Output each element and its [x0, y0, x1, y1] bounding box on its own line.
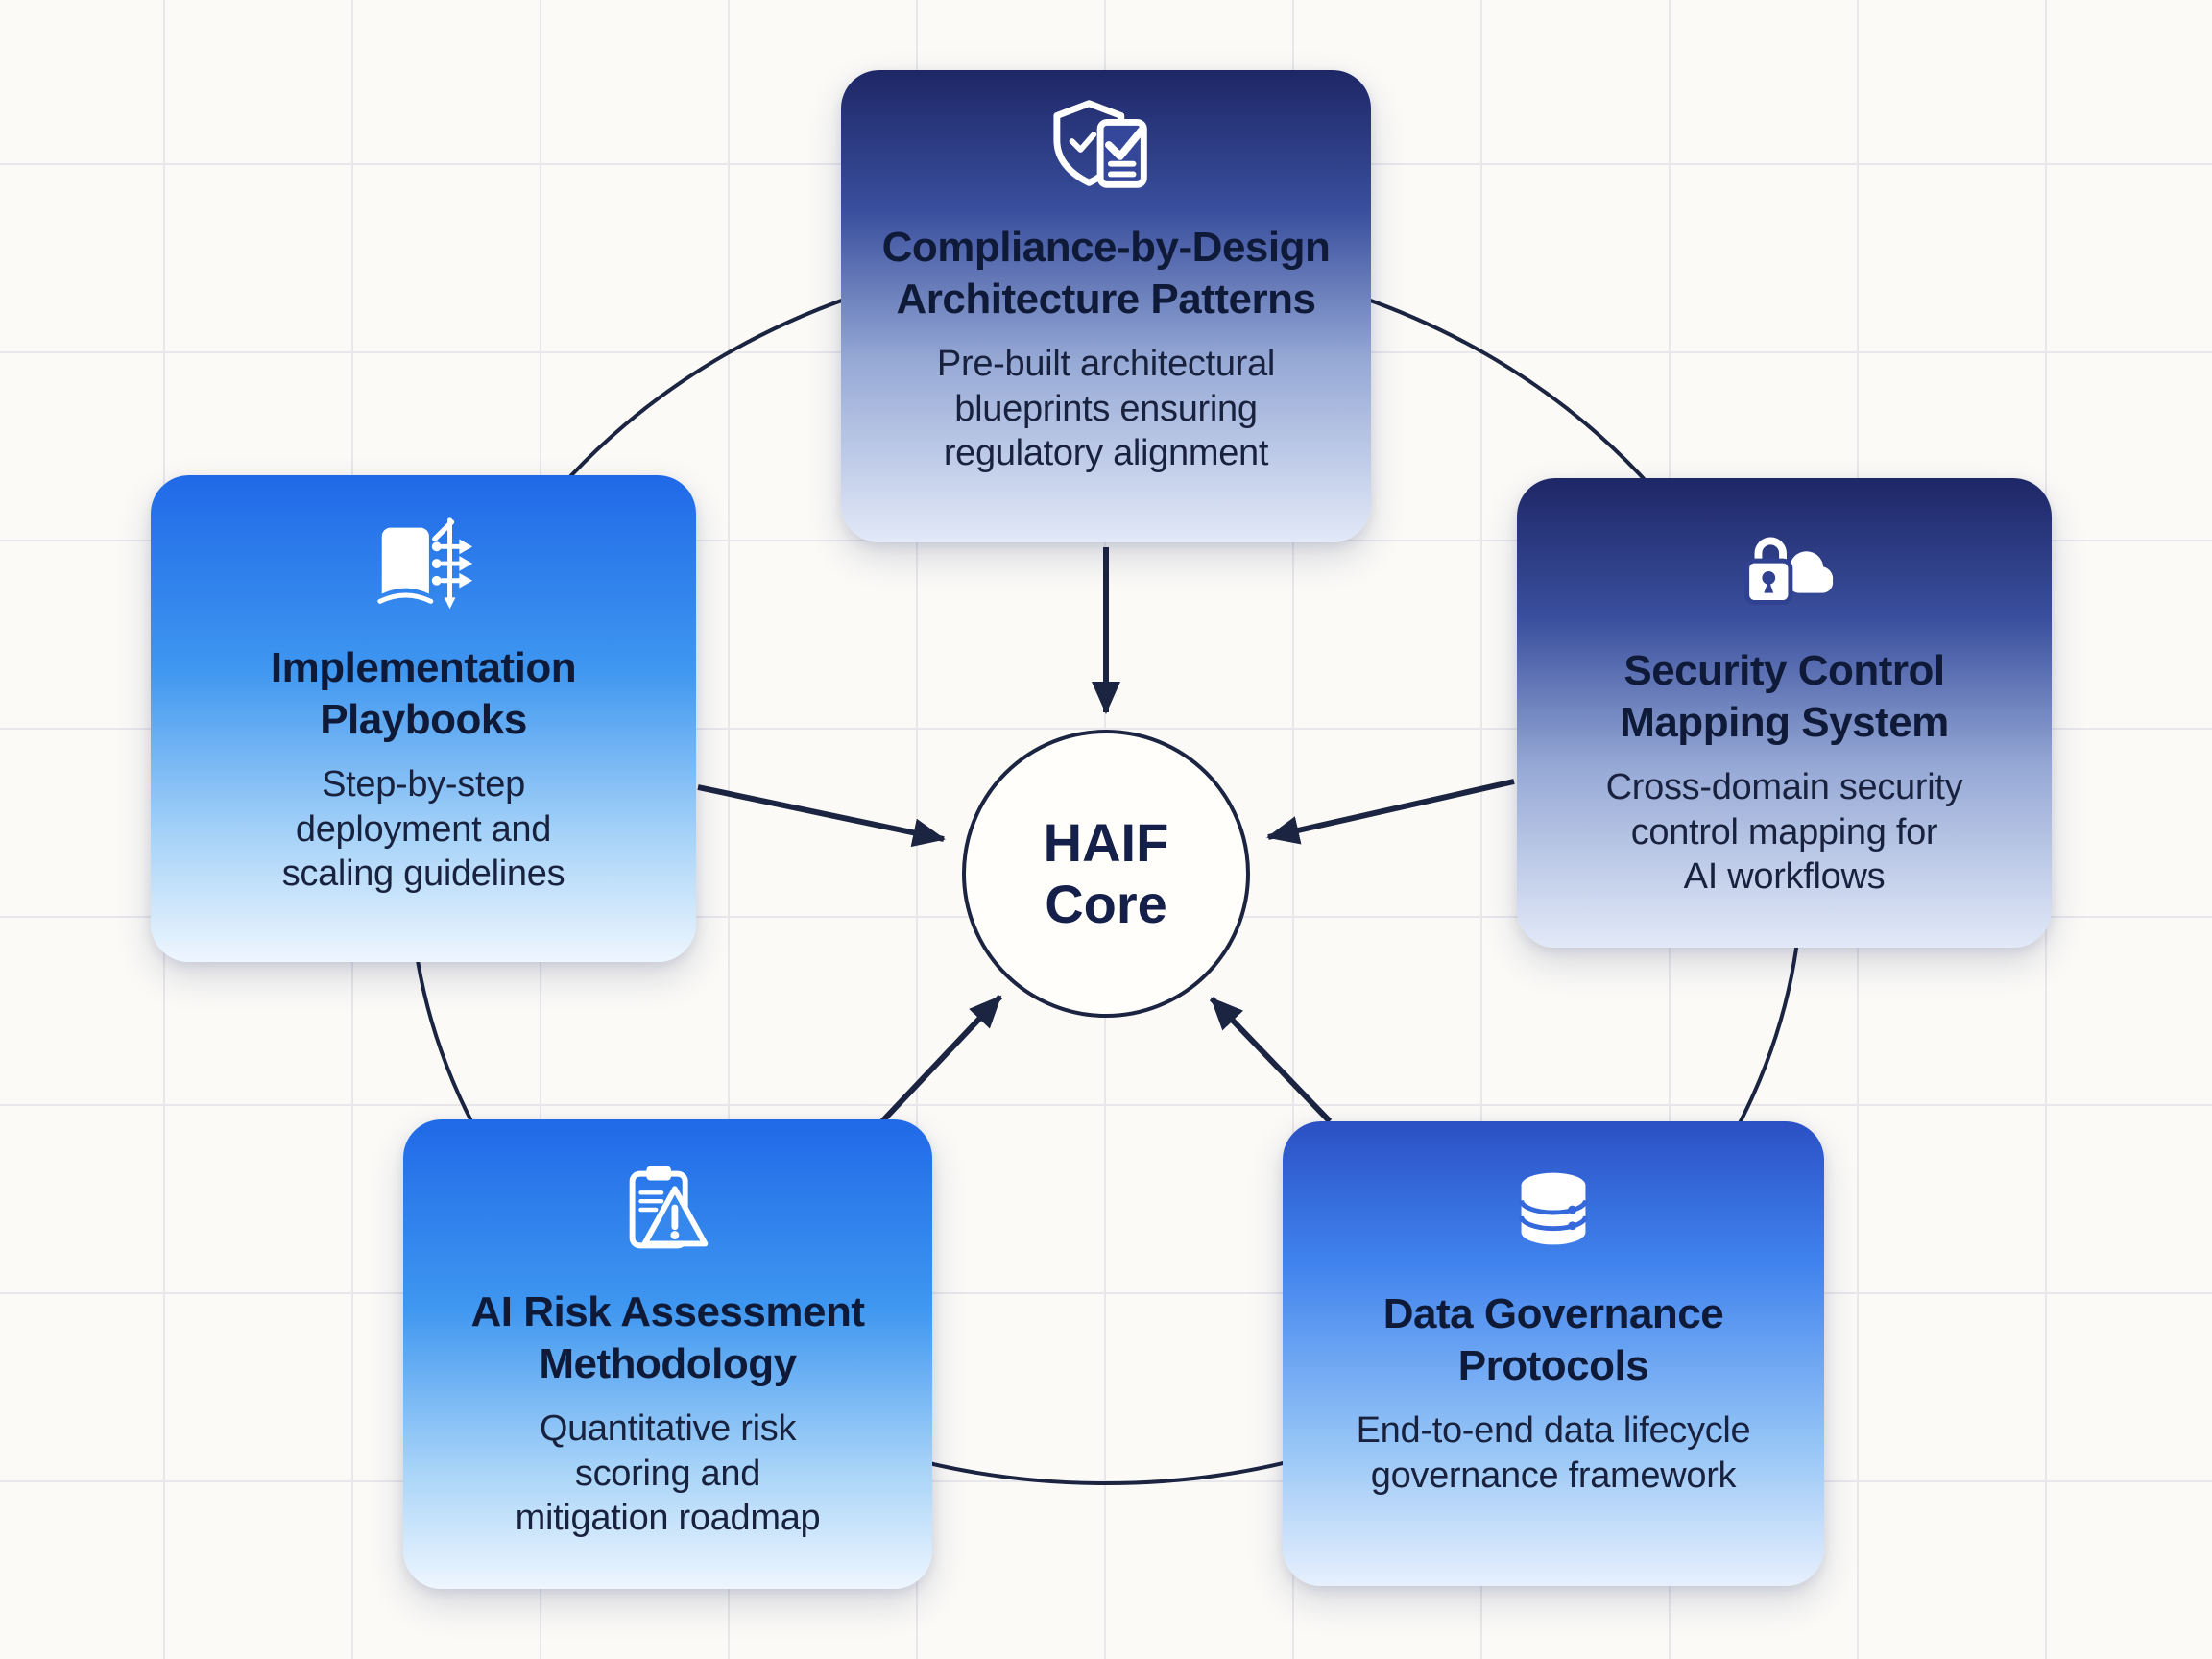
- card-subtitle: Step-by-step deployment and scaling guid…: [281, 764, 565, 895]
- card-subtitle: Pre-built architectural blueprints ensur…: [936, 344, 1276, 474]
- playbook-steps-icon: [367, 516, 480, 615]
- card-data-governance: Data Governance Protocols End-to-end dat…: [1283, 1121, 1824, 1586]
- card-compliance-architecture: Compliance-by-Design Architecture Patter…: [841, 70, 1371, 542]
- card-title: AI Risk Assessment Methodology: [470, 1288, 865, 1387]
- card-subtitle: End-to-end data lifecycle governance fra…: [1356, 1410, 1751, 1496]
- arrow-right-to-core: [1266, 779, 1515, 845]
- haif-core-node: HAIF Core: [962, 730, 1250, 1018]
- shield-check-document-icon: [1049, 95, 1163, 195]
- card-title: Data Governance Protocols: [1382, 1290, 1724, 1389]
- arrow-left-to-core: [697, 784, 946, 848]
- arrow-bottom-left-to-core: [879, 994, 1003, 1124]
- lock-cloud-icon: [1728, 518, 1841, 618]
- card-ai-risk-assessment: AI Risk Assessment Methodology Quantitat…: [403, 1119, 932, 1589]
- card-security-control-mapping: Security Control Mapping System Cross-do…: [1517, 478, 2052, 948]
- core-label: HAIF Core: [1043, 811, 1169, 934]
- arrow-bottom-right-to-core: [1209, 996, 1333, 1124]
- clipboard-warning-icon: [612, 1160, 725, 1260]
- database-icon: [1497, 1162, 1610, 1262]
- card-title: Security Control Mapping System: [1620, 647, 1949, 746]
- card-subtitle: Cross-domain security control mapping fo…: [1605, 767, 1963, 898]
- card-title: Implementation Playbooks: [270, 644, 577, 743]
- card-subtitle: Quantitative risk scoring and mitigation…: [515, 1408, 821, 1539]
- card-implementation-playbooks: Implementation Playbooks Step-by-step de…: [151, 475, 696, 962]
- card-title: Compliance-by-Design Architecture Patter…: [881, 224, 1331, 323]
